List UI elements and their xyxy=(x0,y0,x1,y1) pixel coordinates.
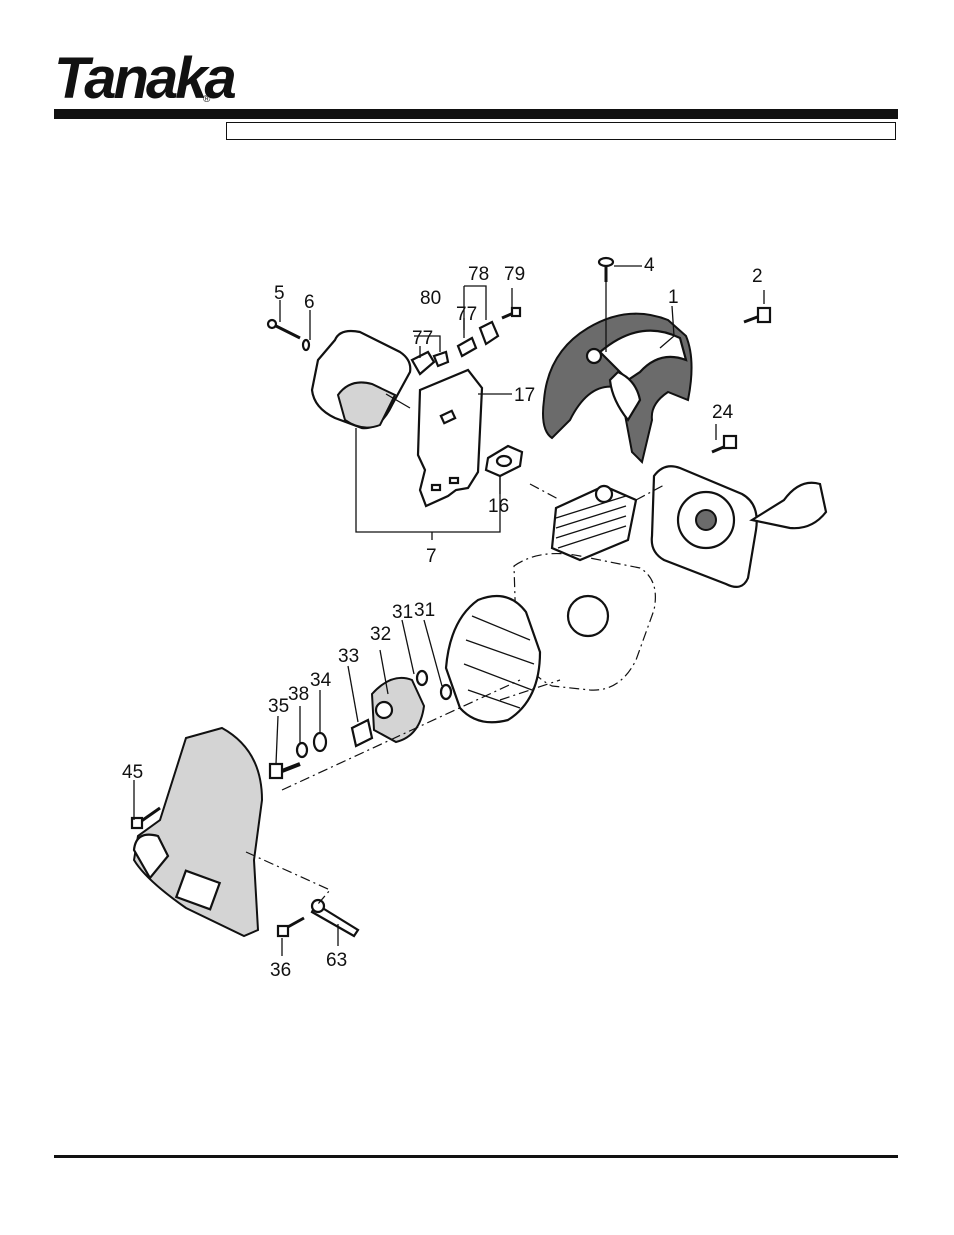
clutch-housing xyxy=(132,726,264,938)
gasket-16 xyxy=(484,444,524,478)
part-label-36: 36 xyxy=(270,960,291,981)
engine-cover-1 xyxy=(542,312,693,464)
part-label-1: 1 xyxy=(668,287,679,308)
cylinder xyxy=(550,484,638,562)
part-label-4: 4 xyxy=(644,255,655,276)
part-label-32: 32 xyxy=(370,624,391,645)
part-label-6: 6 xyxy=(304,292,315,313)
header-rule xyxy=(54,109,898,119)
part-label-77-right: 77 xyxy=(456,304,477,325)
part-label-78: 78 xyxy=(468,264,489,285)
washer-31a xyxy=(415,669,429,687)
bolt-5 xyxy=(266,318,301,340)
part-label-79: 79 xyxy=(504,264,525,285)
part-label-31-right: 31 xyxy=(414,600,435,621)
part-label-31-left: 31 xyxy=(392,602,413,623)
air-cleaner-cover xyxy=(310,329,412,430)
screw-79 xyxy=(501,306,522,320)
bracket-78 xyxy=(478,320,500,346)
section-title-box xyxy=(226,122,896,140)
part-label-45: 45 xyxy=(122,762,143,783)
bolt-2 xyxy=(743,306,772,324)
registered-mark: ® xyxy=(203,94,211,105)
part-label-63: 63 xyxy=(326,950,347,971)
spring-33 xyxy=(350,718,374,748)
part-label-38: 38 xyxy=(288,684,309,705)
bolt-35 xyxy=(268,762,301,780)
part-label-7: 7 xyxy=(426,546,437,567)
element-plate-17 xyxy=(416,368,484,508)
washer-6 xyxy=(301,338,311,352)
washer-34 xyxy=(312,731,328,753)
part-label-24: 24 xyxy=(712,402,734,423)
washer-31b xyxy=(439,683,453,701)
bracket-77-right xyxy=(456,336,478,358)
part-label-34: 34 xyxy=(310,670,332,691)
recoil-starter xyxy=(650,465,828,589)
bolt-36 xyxy=(276,916,305,938)
clutch-shoes-32 xyxy=(370,676,426,744)
part-label-77-left: 77 xyxy=(412,328,433,349)
tool-63 xyxy=(310,898,360,938)
bolt-45 xyxy=(130,806,161,830)
part-label-16: 16 xyxy=(488,496,509,517)
part-label-35: 35 xyxy=(268,696,289,717)
flywheel xyxy=(444,594,542,724)
part-label-33: 33 xyxy=(338,646,359,667)
crankcase xyxy=(513,552,656,691)
screw-4 xyxy=(597,256,615,352)
washer-38 xyxy=(295,741,309,759)
footer-rule xyxy=(54,1155,898,1158)
part-label-17: 17 xyxy=(514,385,535,406)
clip-80 xyxy=(432,350,450,368)
tanaka-logo: Tanaka xyxy=(54,46,237,111)
part-label-80: 80 xyxy=(420,288,441,309)
bracket-77-left xyxy=(410,350,436,376)
part-label-2: 2 xyxy=(752,266,763,287)
bolt-24 xyxy=(711,434,738,454)
part-label-5: 5 xyxy=(274,283,285,304)
